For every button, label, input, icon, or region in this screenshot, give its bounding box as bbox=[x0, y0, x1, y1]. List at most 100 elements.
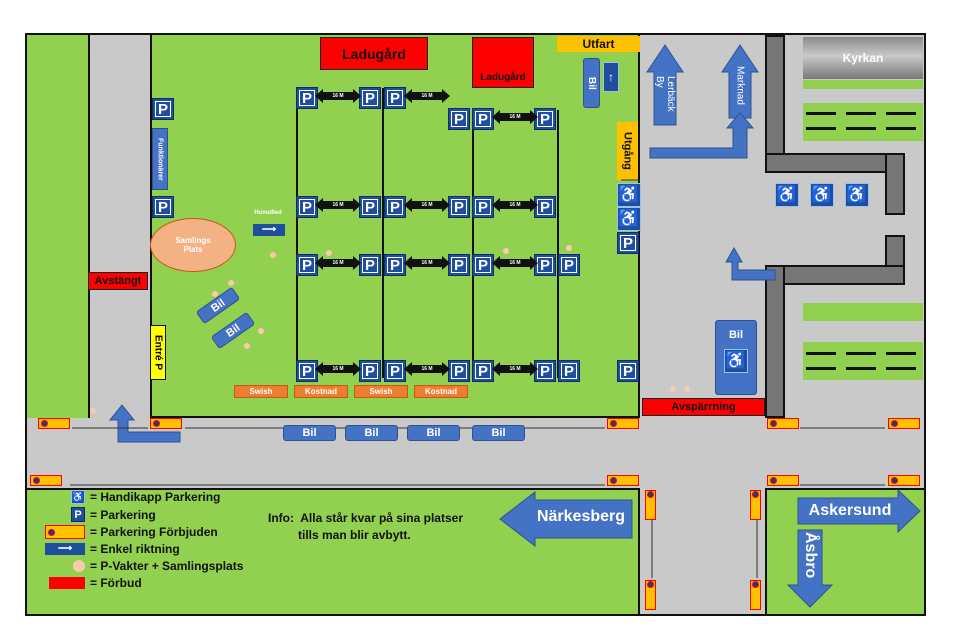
parking-symbol: P bbox=[362, 257, 378, 273]
distance-arrow: 16 M bbox=[315, 89, 361, 103]
parking-sign: P bbox=[359, 360, 381, 382]
church: Kyrkan bbox=[803, 37, 923, 79]
no-parking-icon bbox=[45, 525, 85, 539]
parking-sign: P bbox=[384, 196, 406, 218]
parking-symbol: P bbox=[299, 363, 315, 379]
parking-sign: P bbox=[448, 254, 470, 276]
payment-box: Kostnad bbox=[414, 385, 468, 398]
distance-arrow: 16 M bbox=[404, 89, 450, 103]
lane-line bbox=[382, 88, 384, 378]
main-road-label: Huvudled bbox=[254, 210, 282, 216]
no-parking-sign bbox=[750, 490, 761, 520]
info-line: tills man blir avbytt. bbox=[298, 528, 411, 542]
parking-symbol: P bbox=[451, 363, 467, 379]
parking-sign: P bbox=[359, 87, 381, 109]
legend-item: = Förbud bbox=[35, 576, 243, 590]
lane-marking bbox=[846, 367, 876, 370]
barn-label: Ladugård bbox=[472, 37, 534, 88]
exit-walk-label: Utgång bbox=[617, 122, 638, 180]
distance-arrow: 16 M bbox=[404, 256, 450, 270]
no-parking-sign bbox=[645, 490, 656, 520]
parking-sign: P bbox=[448, 360, 470, 382]
handicap-icon: ♿ bbox=[724, 349, 748, 373]
legend-item: = P-Vakter + Samlingsplats bbox=[35, 559, 243, 573]
legend-item: ♿= Handikapp Parkering bbox=[35, 490, 243, 504]
parking-sign: P bbox=[617, 360, 639, 382]
parking-symbol: P bbox=[451, 199, 467, 215]
parking-symbol: P bbox=[362, 90, 378, 106]
no-parking-sign bbox=[767, 418, 799, 429]
guard-dot bbox=[212, 291, 218, 297]
legend-label: = Enkel riktning bbox=[90, 542, 180, 556]
lane-marking bbox=[846, 352, 876, 355]
parking-sign: P bbox=[472, 196, 494, 218]
handicap-parking-sign: ♿ bbox=[617, 183, 641, 207]
barrier-label: Avspärrning bbox=[642, 398, 765, 416]
no-parking-sign bbox=[150, 418, 182, 429]
lane-marking bbox=[806, 112, 836, 115]
askersund-label: Askersund bbox=[808, 502, 892, 519]
parking-symbol: P bbox=[299, 257, 315, 273]
distance-arrow: 16 M bbox=[492, 362, 538, 376]
legend-label: = Förbud bbox=[90, 576, 142, 590]
parking-symbol: P bbox=[537, 257, 553, 273]
parking-symbol: P bbox=[387, 257, 403, 273]
parking-symbol: P bbox=[451, 257, 467, 273]
parking-sign: P bbox=[558, 254, 580, 276]
lane-line bbox=[296, 88, 298, 378]
parking-symbol: P bbox=[387, 90, 403, 106]
guard-dot bbox=[244, 343, 250, 349]
marknad-label: Marknad bbox=[734, 66, 746, 105]
car-box: Bil bbox=[283, 425, 336, 441]
narkesberg-label: Närkesberg bbox=[536, 508, 626, 525]
lane-marking bbox=[846, 112, 876, 115]
grass-strip bbox=[803, 80, 923, 89]
guard-dot bbox=[326, 250, 332, 256]
handicap-parking-sign: ♿ bbox=[775, 183, 799, 207]
parking-symbol: P bbox=[475, 257, 491, 273]
parking-sign: P bbox=[296, 87, 318, 109]
no-parking-sign bbox=[607, 418, 639, 429]
parking-sign: P bbox=[359, 254, 381, 276]
no-parking-sign bbox=[888, 475, 920, 486]
parking-sign: P bbox=[534, 254, 556, 276]
guard-dot-icon bbox=[73, 560, 85, 572]
closed-label: Avstängt bbox=[88, 272, 148, 290]
parking-sign: P bbox=[534, 108, 556, 130]
guard-dot bbox=[566, 245, 572, 251]
parking-symbol: P bbox=[537, 363, 553, 379]
distance-arrow: 16 M bbox=[315, 256, 361, 270]
parking-sign: P bbox=[472, 108, 494, 130]
lane-marking bbox=[806, 127, 836, 130]
info-label: Info: bbox=[268, 511, 294, 525]
lane-marking bbox=[886, 112, 916, 115]
payment-box: Kostnad bbox=[294, 385, 348, 398]
parking-symbol: P bbox=[620, 235, 636, 251]
no-parking-sign bbox=[888, 418, 920, 429]
car-box: Bil bbox=[583, 58, 600, 108]
car-box: Bil bbox=[472, 425, 525, 441]
lane-marking bbox=[806, 352, 836, 355]
one-way-up-sign: ↑ bbox=[603, 62, 619, 92]
parking-sign: P bbox=[152, 196, 174, 218]
guard-dot bbox=[90, 408, 96, 414]
no-parking-sign bbox=[645, 580, 656, 610]
grass-strip bbox=[803, 103, 923, 141]
lane-marking bbox=[886, 367, 916, 370]
lane-line bbox=[557, 110, 559, 378]
grass-strip bbox=[803, 303, 923, 321]
parking-symbol: P bbox=[362, 199, 378, 215]
guard-dot bbox=[228, 280, 234, 286]
car-box: Bil bbox=[407, 425, 460, 441]
parking-sign: P bbox=[448, 196, 470, 218]
distance-arrow: 16 M bbox=[404, 198, 450, 212]
distance-arrow: 16 M bbox=[404, 362, 450, 376]
legend: ♿= Handikapp Parkering P= Parkering = Pa… bbox=[35, 490, 243, 590]
legend-item: = Parkering Förbjuden bbox=[35, 525, 243, 539]
parking-sign: P bbox=[152, 98, 174, 120]
legend-label: = Handikapp Parkering bbox=[90, 490, 221, 504]
parking-symbol: P bbox=[620, 363, 636, 379]
no-parking-sign bbox=[607, 475, 639, 486]
u-turn-arrow bbox=[108, 404, 181, 443]
